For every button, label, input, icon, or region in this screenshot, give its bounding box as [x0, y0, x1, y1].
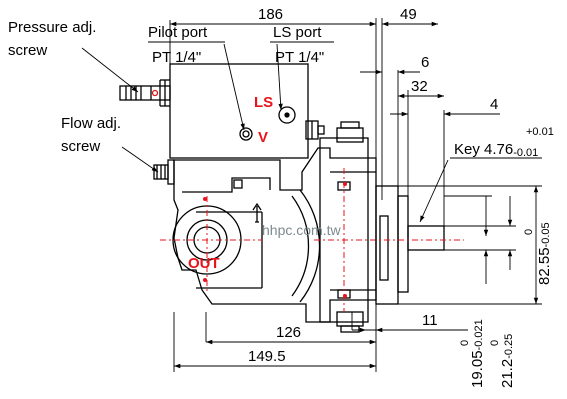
dim-32: 32	[411, 78, 428, 95]
ls-port-thread: PT 1/4"	[275, 49, 324, 66]
rear-flange	[319, 137, 369, 323]
dimension-values: 186 49 6 32 4 126 11 149.5 82.55-0.05 0 …	[248, 6, 553, 388]
out-marker: OUT	[188, 255, 220, 272]
pressure-label-line1: Pressure adj.	[8, 19, 96, 36]
dim-21-2-main: 21.2	[499, 359, 516, 388]
dim-6: 6	[421, 54, 429, 71]
dim-21-2-tol-upper: 0	[489, 340, 501, 346]
dim-21-2-tol: -0.25	[503, 334, 515, 359]
dim-82-55-main: 82.55	[536, 247, 553, 285]
red-markers: LS V OUT	[188, 94, 273, 272]
pilot-port-hole	[242, 130, 250, 138]
pressure-label-line2: screw	[8, 42, 47, 59]
pump-body	[119, 63, 445, 333]
dim-49: 49	[400, 6, 417, 23]
dim-82-55: 82.55-0.05	[536, 222, 553, 285]
key-label: Key 4.76-0.01	[454, 141, 538, 159]
ls-port-boss	[278, 106, 296, 124]
shaft	[407, 225, 445, 251]
dim-21-2: 21.2-0.25	[499, 334, 516, 388]
dim-186: 186	[258, 6, 283, 23]
pilot-port-boss	[239, 127, 253, 141]
center-lines	[160, 168, 464, 312]
leader-lines	[81, 41, 542, 223]
dimension-lines	[169, 18, 542, 372]
dim-11: 11	[422, 312, 438, 329]
v-marker: V	[258, 129, 268, 146]
pressure-adj-screw	[119, 79, 171, 107]
dim-82-55-tol: -0.05	[540, 222, 552, 247]
dim-4: 4	[490, 96, 498, 113]
ls-port-label: LS port	[273, 24, 322, 41]
dim-126: 126	[276, 324, 301, 341]
marker-dots	[203, 182, 347, 298]
control-block	[169, 63, 309, 159]
pilot-port-label: Pilot port	[148, 24, 208, 41]
ls-port-hole	[284, 112, 290, 118]
dim-19-05: 19.05-0.021	[469, 319, 486, 388]
key-tol-minus: -0.01	[513, 147, 538, 159]
pilot-port-thread: PT 1/4"	[152, 49, 201, 66]
dim-19-05-tol-upper: 0	[459, 340, 471, 346]
key-main: Key 4.76	[454, 141, 513, 158]
flow-label-line1: Flow adj.	[61, 115, 121, 132]
ls-marker: LS	[254, 94, 273, 111]
dim-19-05-tol: -0.021	[473, 319, 485, 350]
key-tol-plus: +0.01	[526, 126, 554, 138]
callout-labels: Pressure adj. screw Flow adj. screw Pilo…	[8, 19, 554, 159]
watermark: hhpc.com.tw	[262, 222, 341, 238]
mount-flange	[375, 185, 399, 305]
flow-label-line2: screw	[61, 138, 100, 155]
dim-19-05-main: 19.05	[469, 350, 486, 388]
dim-149-5: 149.5	[248, 348, 286, 365]
flow-adj-screw	[153, 159, 175, 185]
dim-82-55-tol-upper: 0	[523, 229, 535, 235]
